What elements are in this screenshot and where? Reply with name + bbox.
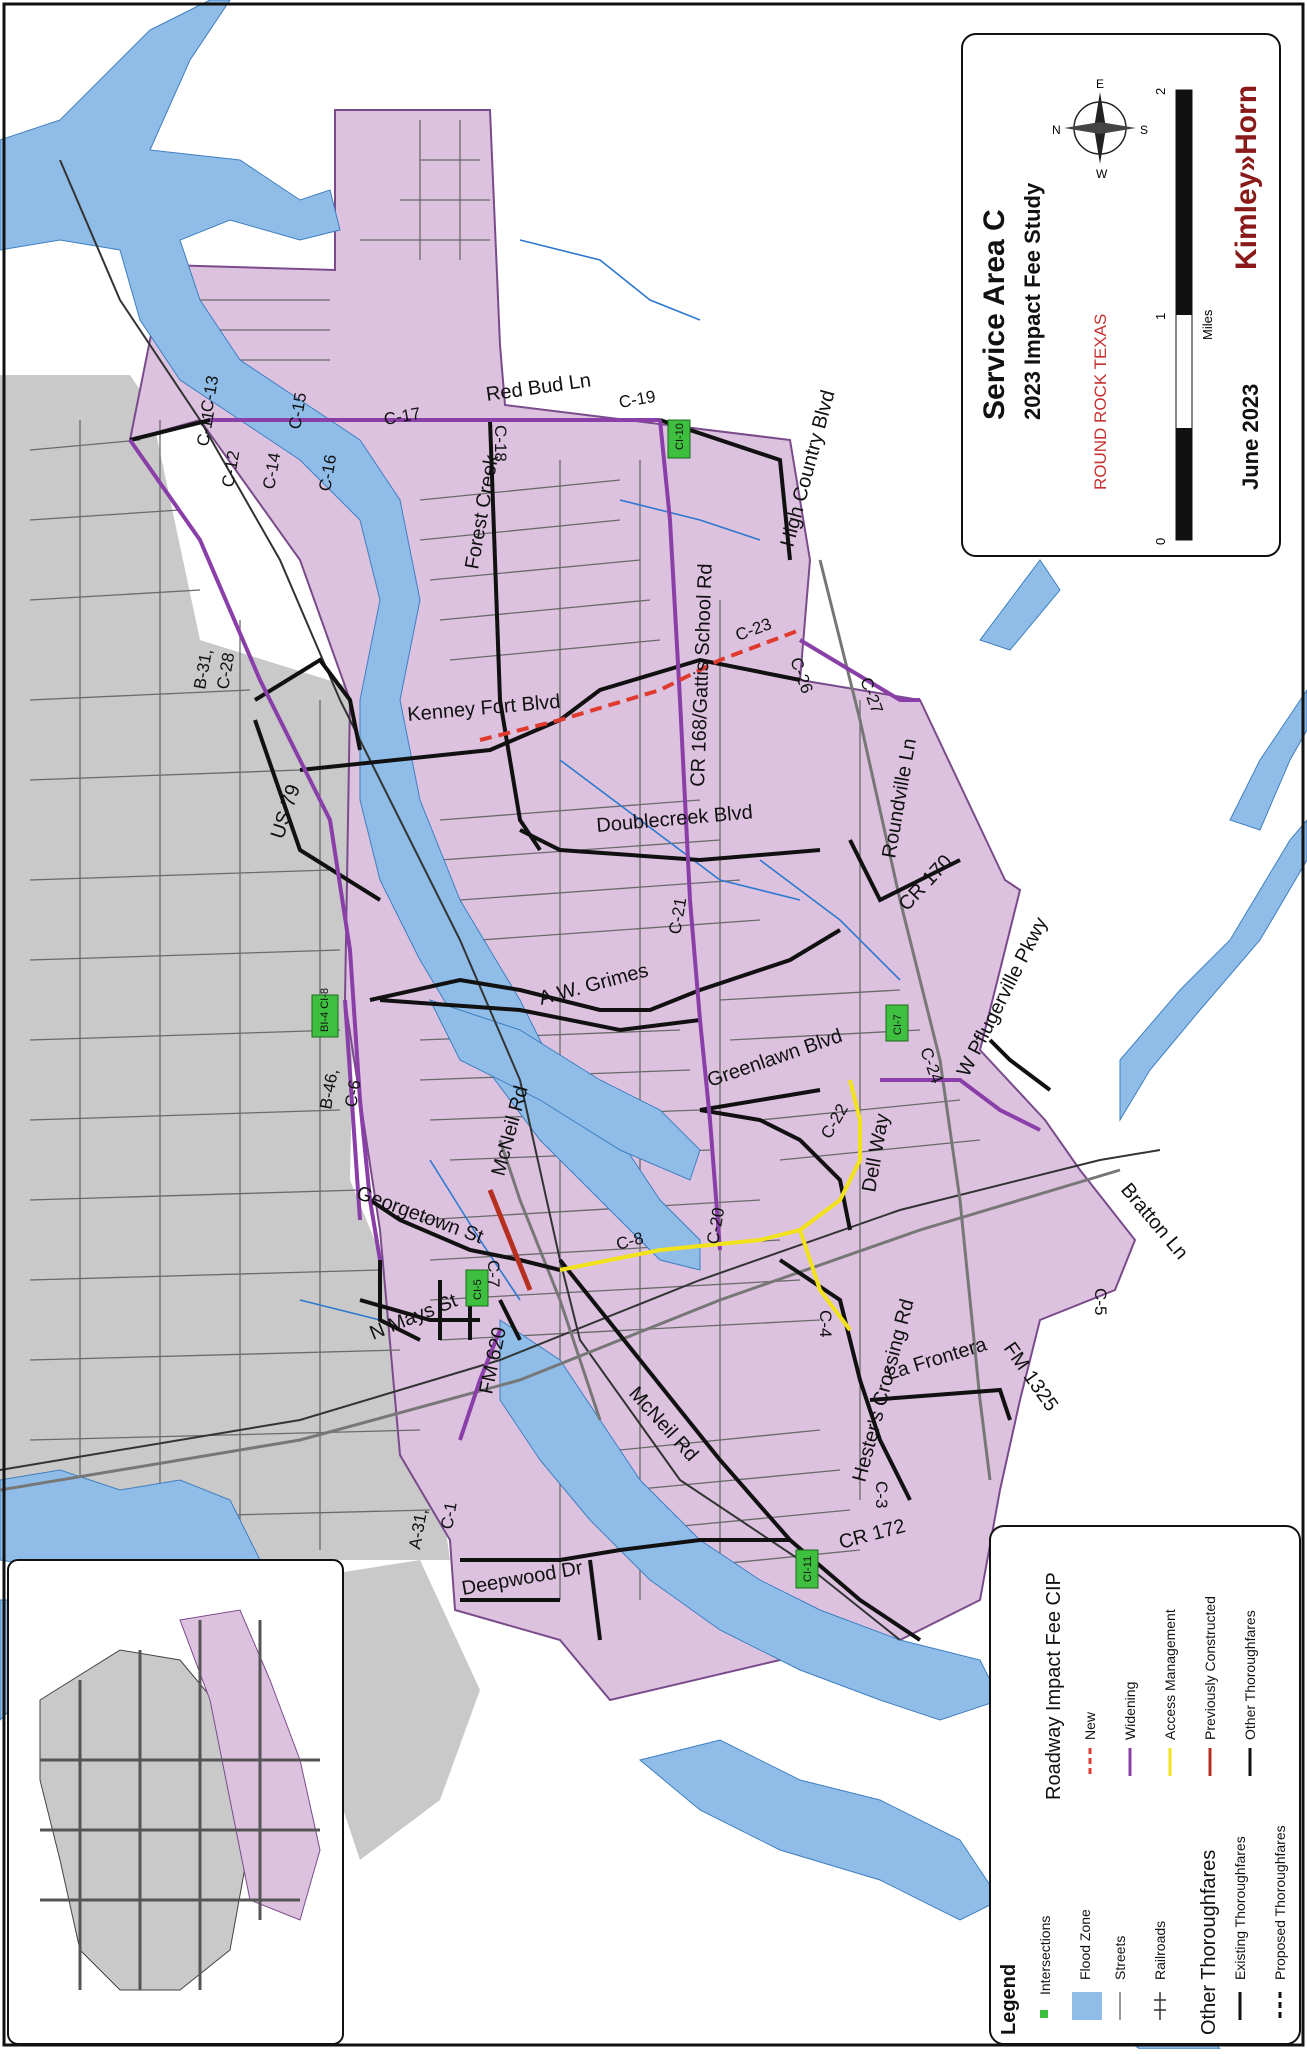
project-label: C-4 <box>816 1310 835 1337</box>
kimley-horn-logo: Kimley»Horn <box>1230 85 1263 270</box>
svg-text:Proposed Thoroughfares: Proposed Thoroughfares <box>1272 1825 1288 1980</box>
access-management-c4 <box>798 1229 852 1332</box>
svg-text:Other Thoroughfares: Other Thoroughfares <box>1198 1850 1220 2035</box>
compass-icon: N E S W <box>1052 77 1148 181</box>
project-label: C-3 <box>872 1481 891 1508</box>
map-date: June 2023 <box>1238 384 1263 490</box>
inset-map <box>7 1559 344 2045</box>
project-label: C-18 <box>491 425 510 462</box>
svg-text:0: 0 <box>1153 538 1168 545</box>
svg-text:Intersections: Intersections <box>1037 1916 1053 1995</box>
project-label: C-7 <box>484 1260 503 1287</box>
svg-text:Existing Thoroughfares: Existing Thoroughfares <box>1232 1836 1248 1980</box>
project-label: C-19 <box>617 387 657 412</box>
svg-text:Previously Constructed: Previously Constructed <box>1202 1596 1218 1740</box>
widening-projects <box>128 418 1041 1441</box>
title-block: Service Area C 2023 Impact Fee Study Jun… <box>961 33 1281 557</box>
svg-text:Railroads: Railroads <box>1152 1921 1168 1980</box>
intersection-ci5[interactable]: CI-5 <box>465 1269 489 1307</box>
project-label: C-5 <box>1091 1288 1110 1315</box>
map-subtitle: 2023 Impact Fee Study <box>1020 182 1045 420</box>
svg-text:BI-4 CI-8: BI-4 CI-8 <box>319 988 331 1032</box>
legend: Legend Intersections Flood Zone Streets … <box>989 1525 1301 2045</box>
svg-text:Streets: Streets <box>1112 1936 1128 1980</box>
project-label: C-6 <box>341 1078 364 1108</box>
intersection-ci11[interactable]: CI-11 <box>795 1549 819 1589</box>
intersection-ci7[interactable]: CI-7 <box>885 1004 909 1042</box>
svg-text:Flood Zone: Flood Zone <box>1077 1909 1093 1980</box>
svg-text:CI-11: CI-11 <box>802 1556 814 1582</box>
svg-text:2: 2 <box>1153 88 1168 95</box>
svg-text:1: 1 <box>1153 313 1168 320</box>
scale-bar: 0 1 2 Miles <box>1153 88 1215 545</box>
project-label: C-1 <box>437 1500 460 1530</box>
svg-text:W: W <box>1096 167 1108 181</box>
svg-text:Roadway Impact Fee CIP: Roadway Impact Fee CIP <box>1043 1572 1065 1800</box>
map-title: Service Area C <box>978 209 1011 420</box>
previously-constructed <box>487 1189 533 1291</box>
svg-text:S: S <box>1140 123 1148 137</box>
svg-text:New: New <box>1082 1711 1098 1740</box>
intersection-bi4-ci8[interactable]: BI-4 CI-8 <box>311 988 339 1038</box>
svg-text:Access Management: Access Management <box>1162 1609 1178 1740</box>
round-rock-logo: ROUND ROCK TEXAS <box>1091 314 1110 490</box>
highways <box>0 559 1121 1492</box>
streams <box>299 239 901 1321</box>
intersection-ci10[interactable]: CI-10 <box>667 419 691 459</box>
svg-text:N: N <box>1052 123 1061 137</box>
svg-text:CI-10: CI-10 <box>674 423 686 450</box>
intersection-markers: CI-10 BI-4 CI-8 CI-7 CI-5 CI-11 <box>311 419 909 1589</box>
project-label: C-12 <box>218 449 243 489</box>
svg-text:Widening: Widening <box>1122 1682 1138 1740</box>
streets-texture <box>29 120 981 1600</box>
svg-text:Miles: Miles <box>1200 309 1215 340</box>
svg-text:CI-5: CI-5 <box>472 1279 484 1300</box>
railroads <box>0 159 1161 1641</box>
svg-text:E: E <box>1096 77 1104 91</box>
svg-text:Other Thoroughfares: Other Thoroughfares <box>1242 1610 1258 1740</box>
svg-text:CI-7: CI-7 <box>892 1014 904 1035</box>
access-management-c22 <box>559 1079 862 1272</box>
legend-title: Legend <box>998 1964 1020 2035</box>
